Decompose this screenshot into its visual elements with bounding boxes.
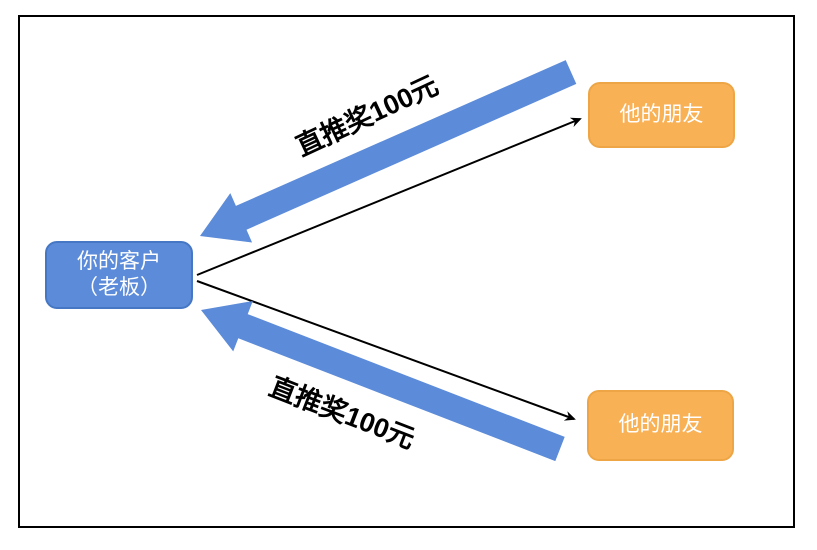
- customer-node-line1: 你的客户: [77, 249, 161, 273]
- customer-node-line2: （老板）: [77, 276, 161, 299]
- reward-arrow-top: [200, 60, 577, 243]
- connector-arrow-bottom: [196, 280, 576, 421]
- reward-arrow-bottom: [201, 301, 565, 462]
- friend-top-node-label: 他的朋友: [619, 102, 704, 126]
- friend-bottom-node-label: 他的朋友: [618, 413, 703, 437]
- friend-bottom-node: 他的朋友: [587, 390, 734, 461]
- connector-arrow-top: [196, 117, 582, 276]
- friend-top-node: 他的朋友: [588, 82, 735, 148]
- customer-node: 你的客户 （老板）: [45, 241, 193, 309]
